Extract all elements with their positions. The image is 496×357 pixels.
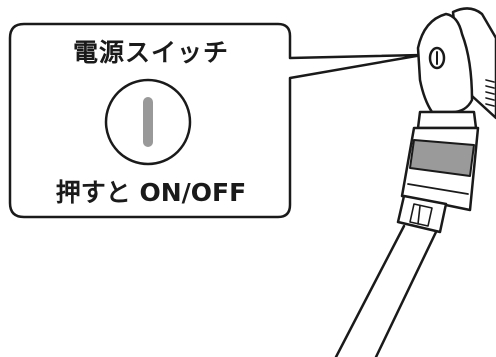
- filter-band: [409, 139, 475, 177]
- vacuum-cleaner: [334, 7, 496, 357]
- callout-panel: [8, 22, 424, 219]
- vacuum-pipe: [334, 224, 438, 357]
- callout-title: 電源スイッチ: [72, 38, 229, 67]
- vacuum-collar: [416, 110, 478, 130]
- callout-caption: 押すと ON/OFF: [55, 178, 247, 207]
- power-switch-icon: [104, 78, 192, 166]
- vacuum-connector: [396, 194, 448, 234]
- vacuum-upper-body: [416, 12, 474, 114]
